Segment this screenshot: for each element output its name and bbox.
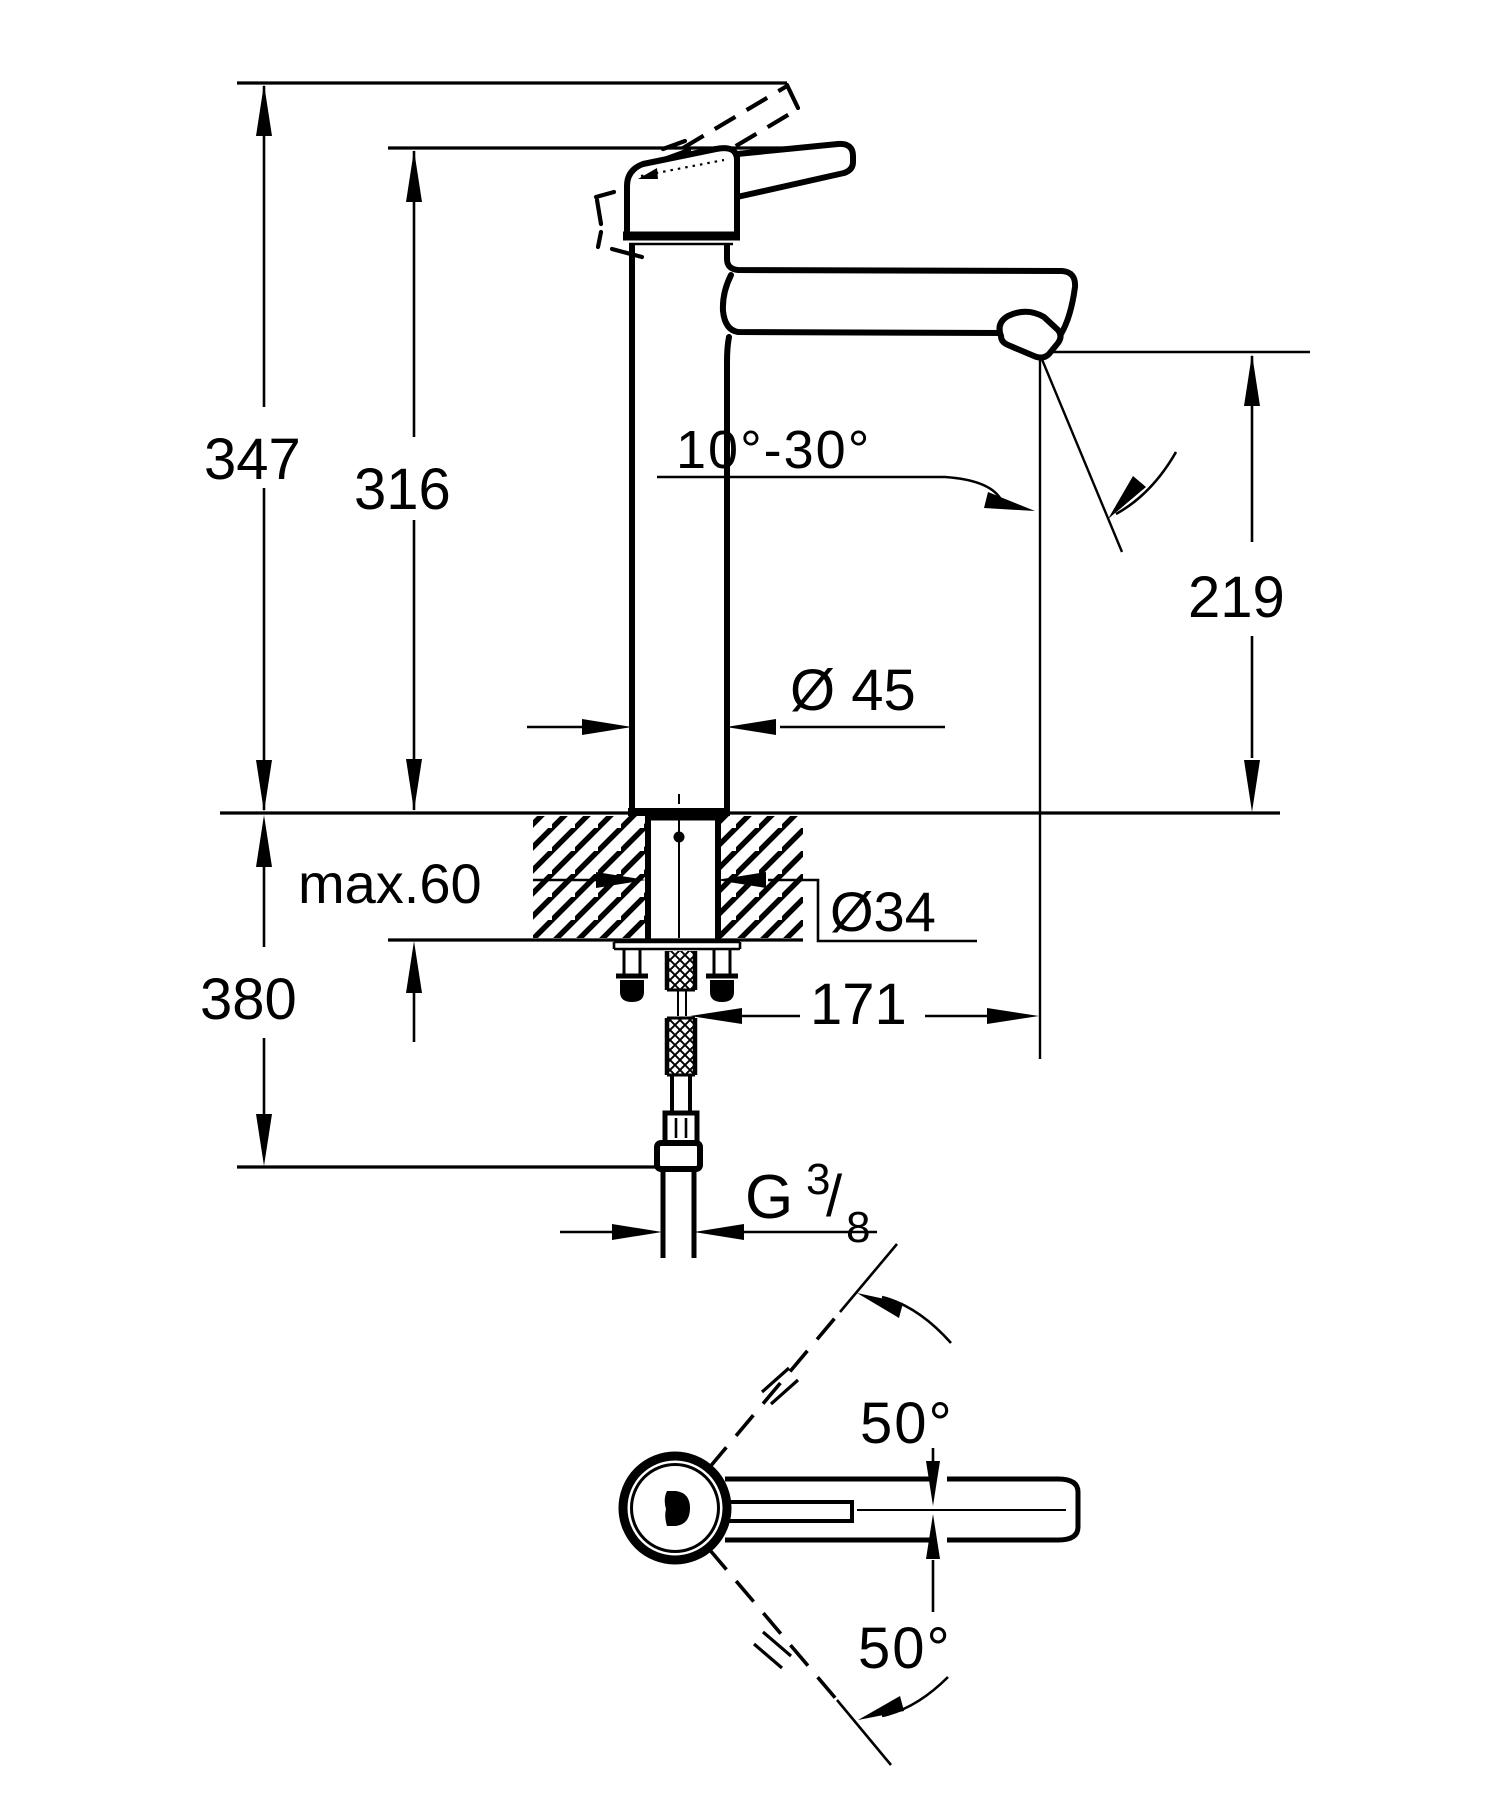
braided-hose-upper: [668, 951, 694, 990]
hatch-left-block: [533, 816, 648, 938]
dimension-316: 316: [354, 150, 451, 811]
top-view: 50° 50°: [618, 1243, 1081, 1766]
dim-label-max60: max.60: [298, 852, 482, 915]
supply-pipe: [660, 1169, 697, 1258]
mounting-assembly: [612, 794, 742, 1002]
dim-label-dia34: Ø34: [830, 880, 936, 943]
faucet-body: [593, 82, 1079, 816]
spout-topview-outer-segment: [947, 1476, 1081, 1543]
dimension-347: 347: [204, 84, 301, 812]
front-view: 347 316 380 max.60 Ø34: [200, 81, 1310, 1258]
dim-label-angle-range: 10°-30°: [676, 420, 871, 480]
thread-label-g: G: [745, 1163, 793, 1232]
connection-nut: [654, 1140, 703, 1172]
dim-label-171: 171: [810, 972, 907, 1037]
spout-top-edge: [724, 243, 1079, 337]
dim-label-50-down: 50°: [858, 1616, 952, 1681]
dimension-219: 219: [1188, 354, 1285, 812]
centerline-dot: [673, 831, 685, 843]
dim-label-316: 316: [354, 457, 451, 522]
thread-label-numerator: 3: [806, 1155, 830, 1204]
dimension-dia34: Ø34: [716, 872, 977, 943]
dim-label-347: 347: [204, 427, 301, 492]
hose-crimp-fitting: [662, 1110, 700, 1146]
housing-indicator-mark: [638, 168, 658, 179]
body-inner-circle: [630, 1463, 720, 1553]
spout-topview-inner-segment: [725, 1476, 934, 1543]
hose-core-gap: [677, 990, 687, 1016]
cartridge-center-mark: [664, 1491, 690, 1526]
dim-label-50-up: 50°: [860, 1391, 954, 1456]
spout-bottom-edge: [719, 272, 1007, 336]
dimension-171: 171: [690, 972, 1039, 1037]
dimension-380: 380: [200, 815, 297, 1166]
dimension-thread-g38: G 3 / 8: [560, 1155, 877, 1252]
counter-section: [533, 816, 803, 938]
supply-hose: [654, 951, 703, 1258]
stud-nut-right: [710, 980, 734, 1002]
spout-angle-slant-line: [1039, 356, 1124, 553]
thread-label-denominator: 8: [846, 1203, 870, 1252]
dim-label-219: 219: [1188, 565, 1285, 630]
dim-label-dia45: Ø 45: [790, 658, 916, 723]
dimension-dia45: Ø 45: [527, 658, 945, 735]
mounting-studs: [622, 950, 732, 975]
column-right-wall: [724, 334, 732, 814]
swivel-down-annotation: 50°: [707, 1547, 952, 1766]
braided-hose-lower: [668, 1018, 694, 1075]
pipe-break-marker-up: [760, 1366, 800, 1406]
hose-end-tube: [670, 1075, 692, 1113]
pipe-break-marker-down: [752, 1630, 793, 1670]
stud-nut-left: [620, 980, 644, 1002]
lever-topview: [727, 1500, 854, 1523]
lever-handle: [734, 140, 856, 200]
thread-label-slash: /: [826, 1164, 843, 1229]
aerator-outlet: [996, 308, 1064, 361]
reference-lines: [220, 81, 1310, 1169]
hatch-right-block: [718, 816, 803, 938]
dim-label-380: 380: [200, 967, 297, 1032]
dimension-angle-10-30: 10°-30°: [657, 420, 1178, 519]
handle-housing: [624, 145, 740, 239]
swivel-up-annotation: 50°: [707, 1243, 954, 1470]
shank-walls: [645, 813, 721, 942]
mounting-plate: [612, 940, 742, 951]
